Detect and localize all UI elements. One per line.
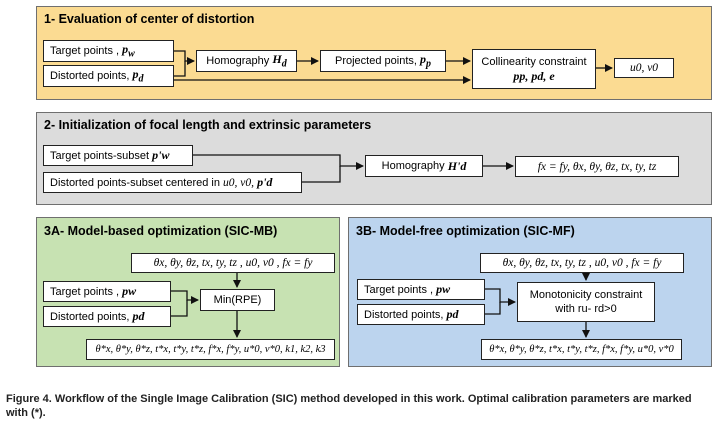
projected-subscript: p	[426, 58, 431, 70]
homography-subscript: d	[281, 58, 287, 70]
target-subset-symbol: p'w	[152, 148, 170, 162]
mb-target-label: Target points ,	[50, 285, 120, 298]
initial-params: fx = fy, θx, θy, θz, tx, ty, tz	[537, 160, 657, 173]
mb-distorted-label: Distorted points,	[50, 310, 130, 323]
target-points-box: Target points , pw	[43, 40, 174, 62]
distorted-symbol: p	[132, 67, 139, 82]
arrow-target-subset-to-homography	[193, 154, 364, 170]
target-subset-label: Target points-subset	[50, 149, 150, 162]
mf-distorted-points-box: Distorted points, pd	[357, 304, 485, 325]
collinearity-title: Collinearity constraint	[481, 56, 587, 68]
mf-target-label: Target points ,	[364, 283, 434, 296]
mf-target-points-box: Target points , pw	[357, 279, 485, 300]
collinearity-constraint-box: Collinearity constraint pp, pd, e	[472, 49, 596, 89]
distorted-subset-symbol: p'd	[257, 175, 273, 189]
min-rpe-box: Min(RPE)	[200, 289, 275, 311]
distorted-subset-box: Distorted points-subset centered in u0, …	[43, 172, 302, 193]
figure-caption: Figure 4. Workflow of the Single Image C…	[6, 393, 692, 419]
homography-prime-symbol: H'd	[447, 158, 467, 173]
projected-symbol: p	[420, 52, 426, 67]
mb-params-box: θx, θy, θz, tx, ty, tz , u0, v0 , fx = f…	[131, 253, 335, 273]
homography-prime-label: Homography	[381, 160, 445, 172]
homography-box: Homography Hd	[196, 50, 297, 72]
distorted-points-box: Distorted points, pd	[43, 65, 174, 87]
mf-output: θ*x, θ*y, θ*z, t*x, t*y, t*z, f*x, f*y, …	[489, 344, 674, 355]
mf-output-box: θ*x, θ*y, θ*z, t*x, t*y, t*z, f*x, f*y, …	[481, 339, 682, 360]
mb-output: θ*x, θ*y, θ*z, t*x, t*y, t*z, f*x, f*y, …	[95, 344, 326, 355]
arrow-distorted-subset-to-homography	[302, 166, 341, 183]
mf-distorted-label: Distorted points,	[364, 308, 444, 321]
panel-3b-title: 3B- Model-free optimization (SIC-MF)	[356, 224, 575, 238]
min-rpe-label: Min(RPE)	[213, 294, 262, 306]
homography-symbol: H	[272, 52, 282, 67]
arrow-mf-target-to-mono	[485, 288, 516, 306]
homography-label: Homography	[206, 55, 270, 67]
monotonicity-title: Monotonicity constraint	[529, 289, 643, 301]
arrow-mf-distorted-to-mono	[485, 302, 501, 315]
mb-distorted-symbol: pd	[132, 309, 145, 323]
mb-output-box: θ*x, θ*y, θ*z, t*x, t*y, t*z, f*x, f*y, …	[86, 339, 335, 360]
arrow-mb-target-to-min	[171, 290, 199, 304]
target-symbol: p	[122, 42, 129, 57]
arrow-distorted-to-homography	[174, 61, 186, 77]
center-output-box: u0, v0	[614, 58, 674, 78]
homography-prime-box: Homography H'd	[365, 155, 483, 177]
panel-2-title: 2- Initialization of focal length and ex…	[44, 118, 372, 132]
mf-params-box: θx, θy, θz, tx, ty, tz , u0, v0 , fx = f…	[480, 253, 684, 273]
distorted-subset-center: u0, v0,	[223, 176, 255, 189]
target-subset-box: Target points-subset p'w	[43, 145, 193, 166]
arrow-target-to-homography	[174, 50, 195, 65]
panel-3a-title: 3A- Model-based optimization (SIC-MB)	[44, 224, 278, 238]
distorted-points-label: Distorted points,	[50, 70, 130, 82]
mb-distorted-points-box: Distorted points, pd	[43, 306, 171, 327]
initial-params-box: fx = fy, θx, θy, θz, tx, ty, tz	[515, 156, 679, 177]
mb-target-points-box: Target points , pw	[43, 281, 171, 302]
distorted-subset-label: Distorted points-subset centered in	[50, 176, 220, 189]
mf-target-symbol: pw	[436, 282, 451, 296]
collinearity-params: pp, pd, e	[513, 69, 555, 83]
panel-1-title: 1- Evaluation of center of distortion	[44, 12, 255, 26]
center-output: u0, v0	[629, 62, 659, 74]
mb-params: θx, θy, θz, tx, ty, tz , u0, v0 , fx = f…	[153, 257, 313, 269]
monotonicity-box: Monotonicity constraint with ru- rd>0	[517, 282, 655, 322]
projected-points-label: Projected points,	[335, 55, 417, 67]
projected-points-box: Projected points, pp	[320, 50, 446, 72]
target-subscript: w	[128, 48, 135, 60]
mf-params: θx, θy, θz, tx, ty, tz , u0, v0 , fx = f…	[502, 257, 662, 269]
monotonicity-condition: with ru- rd>0	[555, 303, 617, 315]
target-points-label: Target points ,	[50, 45, 120, 57]
mf-distorted-symbol: pd	[446, 307, 459, 321]
distorted-subscript: d	[138, 73, 144, 85]
mb-target-symbol: pw	[122, 284, 137, 298]
arrow-mb-distorted-to-min	[171, 300, 188, 317]
